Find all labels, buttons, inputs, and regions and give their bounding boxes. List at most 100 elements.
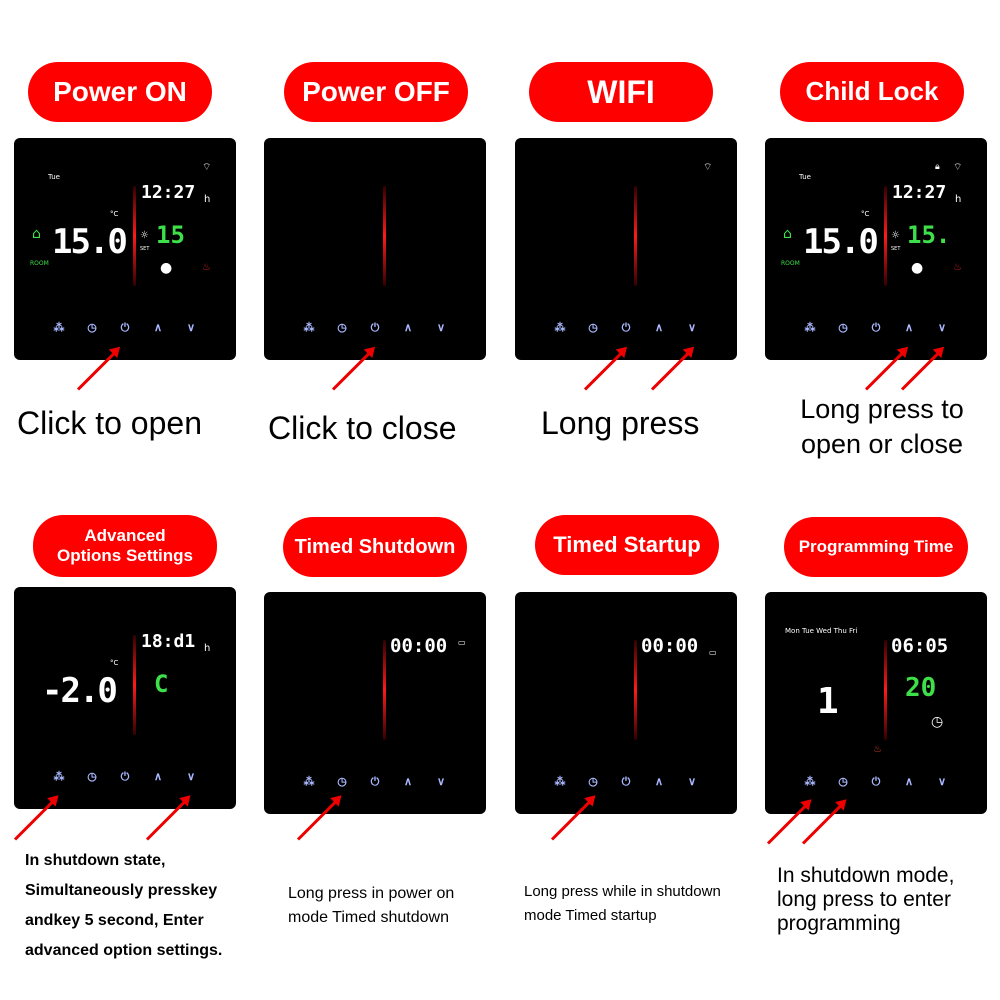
down-icon[interactable]: ∨ [687, 776, 697, 788]
menu-icon[interactable]: ⁂ [303, 322, 315, 334]
title-programming-time: Programming Time [784, 517, 968, 577]
thermostat-panel-child-lock: Tue 🔒︎ ⌔ 12:27 h ⌂ ROOM 15.0 °C ☼ SET 15… [765, 138, 987, 360]
clock-icon[interactable]: ◷ [87, 322, 97, 334]
clock-icon[interactable]: ◷ [838, 322, 848, 334]
room-temp-display: 15.0 [803, 222, 879, 262]
weekdays-label: Mon Tue Wed Thu Fri [785, 627, 858, 635]
set-label: SET [140, 246, 150, 252]
divider-bar [634, 186, 637, 286]
hand-icon: ● [160, 260, 173, 276]
period-display: 1 [817, 681, 839, 722]
menu-icon[interactable]: ⁂ [554, 776, 566, 788]
up-icon[interactable]: ∧ [403, 322, 413, 334]
power-icon[interactable]: ⏻ [120, 771, 130, 783]
clock-display: 12:27 [892, 182, 947, 203]
title-advanced-options: Advanced Options Settings [33, 515, 217, 577]
menu-icon[interactable]: ⁂ [53, 322, 65, 334]
clock-display: 06:05 [891, 635, 949, 657]
clock-display: 18:d1 [141, 631, 196, 652]
down-icon[interactable]: ∨ [186, 771, 196, 783]
set-temp-display: 15 [156, 221, 185, 249]
thermostat-panel-power-on: Tue ⌔ 12:27 h ⌂ ROOM 15.0 °C ☼ SET 15 ● … [14, 138, 236, 360]
menu-icon[interactable]: ⁂ [804, 322, 816, 334]
divider-bar [884, 640, 887, 740]
title-timed-shutdown: Timed Shutdown [283, 517, 467, 577]
menu-icon[interactable]: ⁂ [303, 776, 315, 788]
down-icon[interactable]: ∨ [436, 322, 446, 334]
power-icon[interactable]: ⏻ [871, 322, 881, 334]
button-row: ⁂ ◷ ⏻ ∧ ∨ [765, 321, 987, 335]
clock-icon[interactable]: ◷ [588, 322, 598, 334]
divider-bar [133, 186, 136, 286]
heating-icon: ♨ [953, 262, 962, 273]
power-icon[interactable]: ⏻ [120, 322, 130, 334]
sun-icon: ☼ [891, 230, 900, 241]
wifi-icon: ⌔ [953, 162, 963, 173]
down-icon[interactable]: ∨ [687, 322, 697, 334]
title-power-off: Power OFF [284, 62, 468, 122]
clock-icon[interactable]: ◷ [588, 776, 598, 788]
down-icon[interactable]: ∨ [937, 776, 947, 788]
day-label: Tue [48, 173, 60, 181]
heating-icon: ♨ [873, 744, 882, 755]
clock-icon[interactable]: ◷ [87, 771, 97, 783]
power-icon[interactable]: ⏻ [621, 322, 631, 334]
up-icon[interactable]: ∧ [654, 322, 664, 334]
set-label: SET [891, 246, 901, 252]
battery-icon: ▭ [458, 638, 466, 647]
sun-icon: ☼ [140, 230, 149, 241]
room-label: ROOM [781, 260, 800, 267]
heating-icon: ♨ [202, 262, 211, 273]
caption-wifi: Long press [541, 405, 700, 441]
value-display: -2.0 [42, 671, 118, 711]
room-label: ROOM [30, 260, 49, 267]
caption-power-off: Click to close [268, 410, 457, 446]
caption-child-lock: Long press to open or close [800, 394, 964, 459]
button-row: ⁂ ◷ ⏻ ∧ ∨ [264, 321, 486, 335]
thermostat-panel-wifi: ⌔ ⁂◷⏻∧∨ [515, 138, 737, 360]
button-row: ⁂ ◷ ⏻ ∧ ∨ [515, 321, 737, 335]
up-icon[interactable]: ∧ [153, 322, 163, 334]
room-temp-display: 15.0 [52, 222, 128, 262]
hand-icon: ● [911, 260, 924, 276]
divider-bar [383, 186, 386, 286]
up-icon[interactable]: ∧ [654, 776, 664, 788]
temp-unit: °C [861, 210, 870, 218]
code-display: C [154, 670, 169, 698]
power-icon[interactable]: ⏻ [370, 322, 380, 334]
divider-bar [634, 640, 637, 740]
title-timed-startup: Timed Startup [535, 515, 719, 575]
clock-icon[interactable]: ◷ [337, 776, 347, 788]
caption-power-on: Click to open [17, 405, 202, 441]
caption-programming: In shutdown mode, long press to enter pr… [777, 864, 955, 935]
up-icon[interactable]: ∧ [153, 771, 163, 783]
up-icon[interactable]: ∧ [904, 322, 914, 334]
temp-unit: °C [110, 210, 119, 218]
thermostat-panel-advanced: 18:d1 h -2.0 °C C ⁂◷⏻∧∨ [14, 587, 236, 809]
power-icon[interactable]: ⏻ [370, 776, 380, 788]
button-row: ⁂ ◷ ⏻ ∧ ∨ [765, 775, 987, 789]
time-unit: h [204, 643, 211, 654]
menu-icon[interactable]: ⁂ [53, 771, 65, 783]
day-label: Tue [799, 173, 811, 181]
time-unit: h [204, 194, 211, 205]
caption-advanced: In shutdown state, Simultaneously pressk… [25, 852, 223, 959]
down-icon[interactable]: ∨ [937, 322, 947, 334]
down-icon[interactable]: ∨ [436, 776, 446, 788]
up-icon[interactable]: ∧ [904, 776, 914, 788]
clock-icon[interactable]: ◷ [337, 322, 347, 334]
thermostat-panel-programming: Mon Tue Wed Thu Fri 06:05 1 20 ◷ ♨ ⁂◷⏻∧∨ [765, 592, 987, 814]
divider-bar [133, 635, 136, 735]
lock-icon: 🔒︎ [935, 162, 940, 172]
menu-icon[interactable]: ⁂ [554, 322, 566, 334]
thermostat-panel-power-off: ⁂ ◷ ⏻ ∧ ∨ [264, 138, 486, 360]
power-icon[interactable]: ⏻ [621, 776, 631, 788]
down-icon[interactable]: ∨ [186, 322, 196, 334]
button-row: ⁂ ◷ ⏻ ∧ ∨ [264, 775, 486, 789]
up-icon[interactable]: ∧ [403, 776, 413, 788]
power-icon[interactable]: ⏻ [871, 776, 881, 788]
menu-icon[interactable]: ⁂ [804, 776, 816, 788]
clock-icon[interactable]: ◷ [838, 776, 848, 788]
title-wifi: WIFI [529, 62, 713, 122]
